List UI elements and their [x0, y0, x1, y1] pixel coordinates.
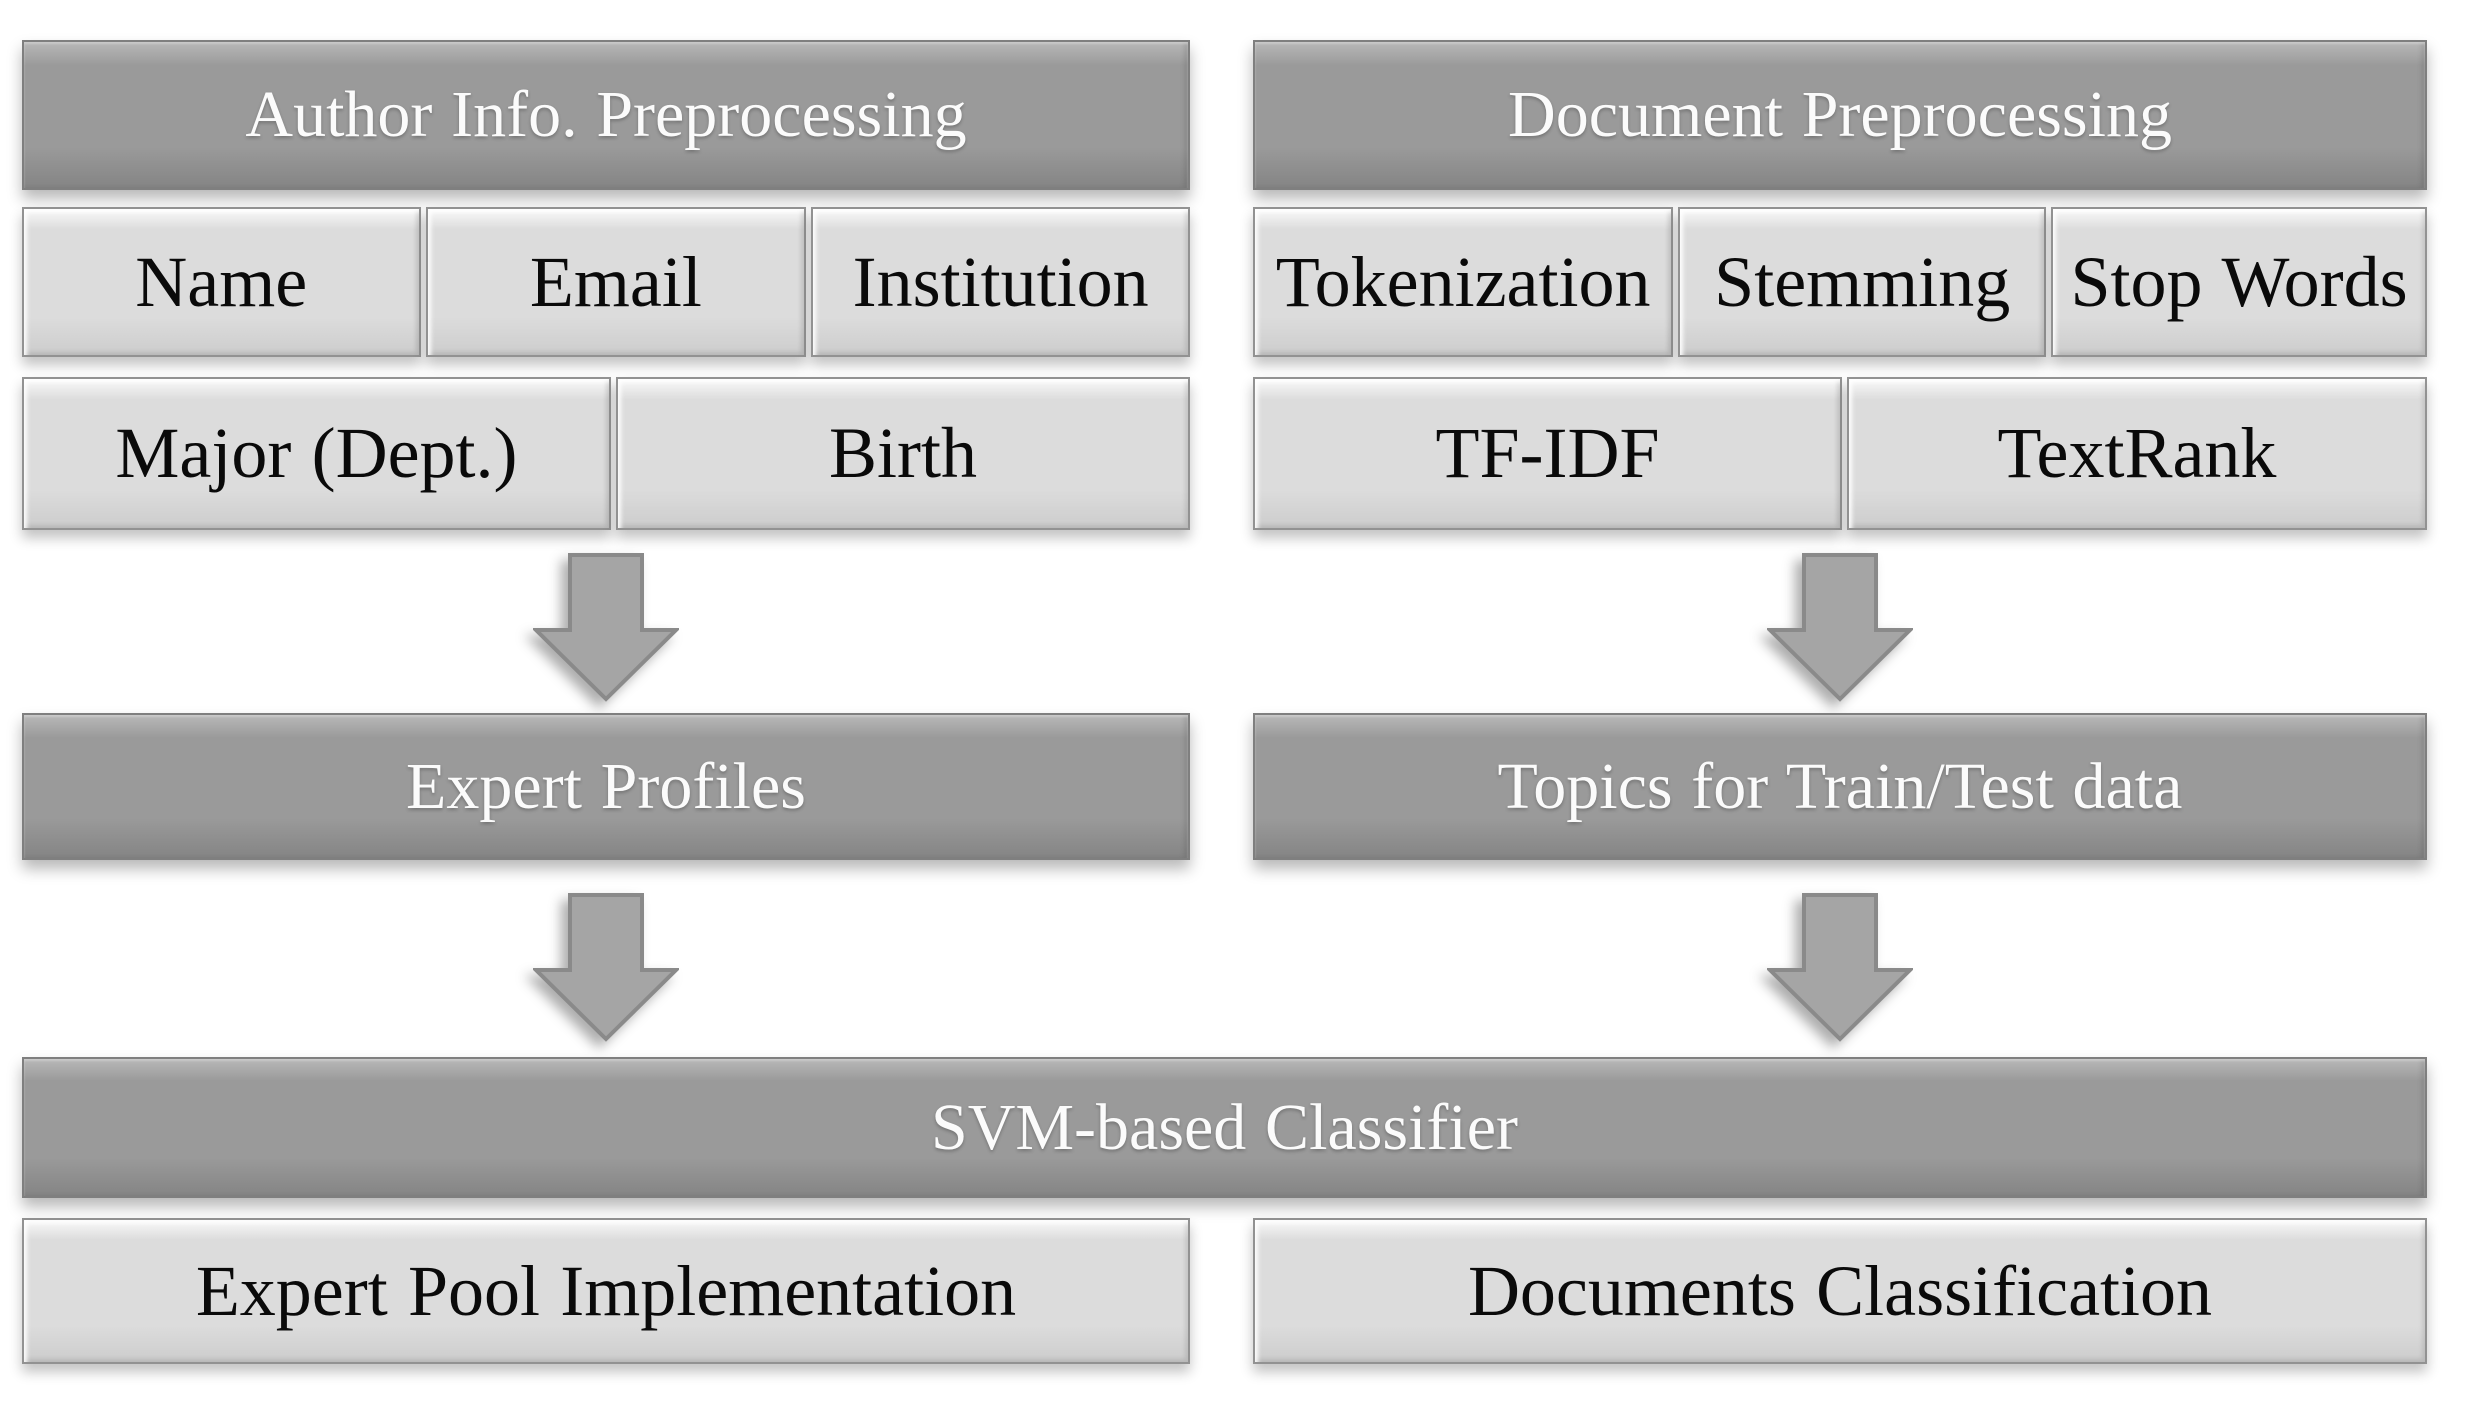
box-label: Institution — [852, 241, 1149, 322]
box-label: Stemming — [1714, 241, 2011, 322]
down-arrow-icon — [533, 552, 679, 702]
box-label: Name — [135, 241, 308, 322]
box-label: Email — [529, 241, 702, 322]
box-name: Name — [22, 207, 421, 357]
box-topics-train-test: Topics for Train/Test data — [1253, 713, 2427, 860]
box-documents-classification: Documents Classification — [1253, 1218, 2427, 1364]
box-svm-based-classifier: SVM-based Classifier — [22, 1057, 2427, 1198]
box-label: Topics for Train/Test data — [1497, 749, 2183, 823]
box-birth: Birth — [615, 377, 1190, 530]
box-stemming: Stemming — [1678, 207, 2047, 357]
box-institution: Institution — [811, 207, 1190, 357]
box-label: Tokenization — [1275, 241, 1651, 322]
document-pipeline-column: Document Preprocessing Tokenization Stem… — [1253, 0, 2427, 1419]
box-label: Birth — [828, 413, 977, 493]
down-arrow-icon — [1767, 552, 1913, 702]
down-arrow-icon — [533, 892, 679, 1042]
box-email: Email — [425, 207, 807, 357]
box-label: Author Info. Preprocessing — [245, 78, 967, 151]
box-label: TextRank — [1997, 413, 2277, 493]
author-pipeline-column: Author Info. Preprocessing Name Email In… — [22, 0, 1190, 1419]
box-major-dept: Major (Dept.) — [22, 377, 611, 530]
box-textrank: TextRank — [1846, 377, 2427, 530]
box-label: SVM-based Classifier — [931, 1090, 1518, 1164]
box-label: Major (Dept.) — [115, 413, 518, 493]
box-label: Expert Pool Implementation — [195, 1250, 1017, 1331]
box-expert-pool-implementation: Expert Pool Implementation — [22, 1218, 1190, 1364]
box-label: TF-IDF — [1435, 413, 1660, 493]
box-document-preprocessing: Document Preprocessing — [1253, 40, 2427, 190]
box-label: Document Preprocessing — [1508, 78, 2172, 151]
box-tf-idf: TF-IDF — [1253, 377, 1842, 530]
box-tokenization: Tokenization — [1253, 207, 1674, 357]
box-stop-words: Stop Words — [2051, 207, 2427, 357]
box-expert-profiles: Expert Profiles — [22, 713, 1190, 860]
down-arrow-icon — [1767, 892, 1913, 1042]
box-label: Expert Profiles — [406, 749, 806, 823]
box-author-info-preprocessing: Author Info. Preprocessing — [22, 40, 1190, 190]
box-label: Stop Words — [2070, 241, 2408, 322]
box-label: Documents Classification — [1467, 1250, 2213, 1331]
